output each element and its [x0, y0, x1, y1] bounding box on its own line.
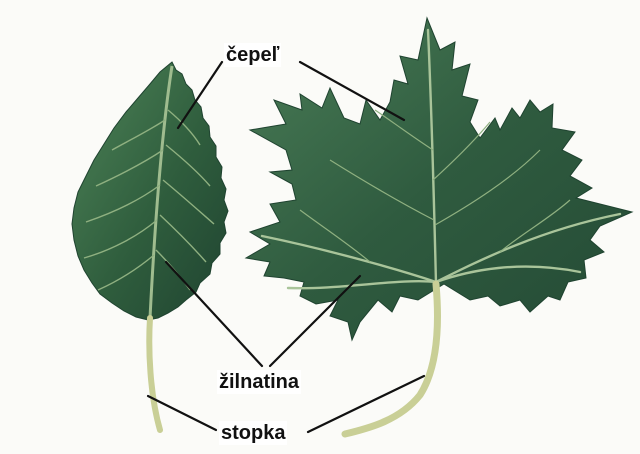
left-leaf-blade: [72, 62, 228, 320]
left-leaf-icon: [72, 62, 228, 430]
right-leaf-icon: [246, 18, 632, 434]
label-petiole: stopka: [219, 421, 287, 445]
vein-leader-left: [166, 262, 262, 366]
label-veins: žilnatina: [217, 370, 301, 394]
left-leaf-petiole: [149, 318, 160, 430]
label-blade: čepeľ: [224, 43, 281, 67]
